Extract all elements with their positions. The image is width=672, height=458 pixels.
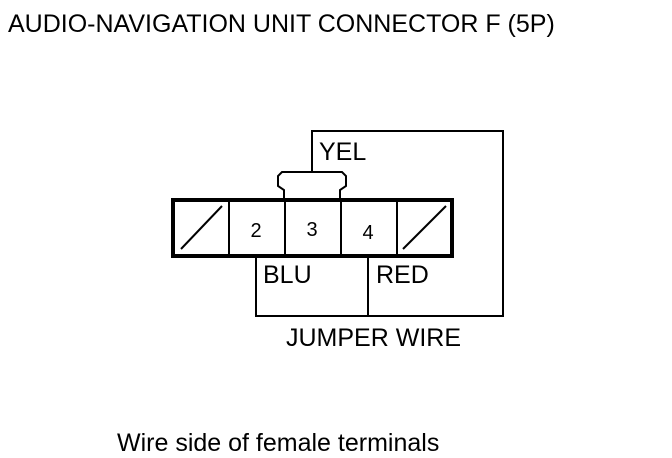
blank-cavity-slash-right <box>402 205 447 250</box>
pin-number-2: 2 <box>250 220 261 242</box>
pin-number-4: 4 <box>362 222 373 244</box>
connector-lock-tab <box>277 171 347 202</box>
pin-number-3: 3 <box>306 219 317 241</box>
wire-label-red: RED <box>376 261 429 289</box>
wire-label-yel: YEL <box>319 138 366 166</box>
diagram-title: AUDIO-NAVIGATION UNIT CONNECTOR F (5P) <box>8 10 555 38</box>
wire-label-blu: BLU <box>263 261 312 289</box>
jumper-wire-label: JUMPER WIRE <box>286 324 461 352</box>
jumper-wire-loop <box>255 130 504 317</box>
diagram-caption: Wire side of female terminals <box>117 429 439 457</box>
blank-cavity-slash-left <box>180 205 223 250</box>
